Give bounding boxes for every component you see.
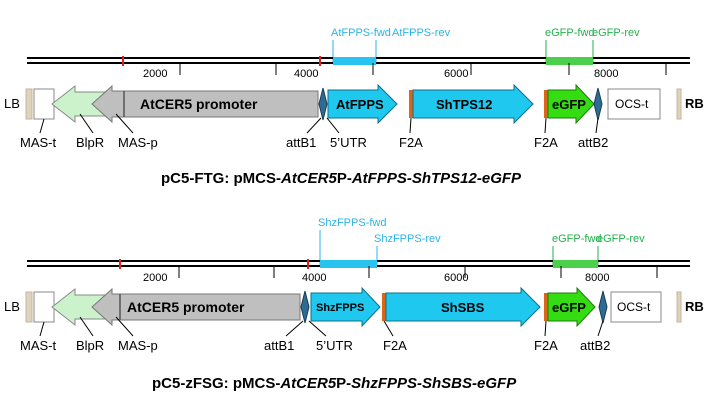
f2a-1-label: F2A — [383, 338, 407, 353]
ocs-t-box — [607, 88, 661, 120]
egfp-arrow — [547, 83, 595, 125]
mas-p-label: MAS-p — [118, 135, 158, 150]
gene2-label: ShTPS12 — [436, 97, 492, 112]
lb-border-box — [25, 88, 33, 120]
primer-blue-fwd-label: AtFPPS-fwd — [331, 27, 391, 39]
mas-p-leader — [115, 113, 134, 134]
promoter-label: AtCER5 promoter — [140, 96, 258, 112]
attb1-leader — [306, 117, 322, 134]
rb-label: RB — [685, 299, 704, 314]
f2a-2-leader — [544, 320, 547, 337]
utr-label: 5’UTR — [316, 338, 353, 353]
mas-p-label: MAS-p — [118, 338, 158, 353]
lb-label: LB — [4, 96, 20, 111]
f2a-2-label: F2A — [534, 338, 558, 353]
blpr-label: BlpR — [76, 338, 104, 353]
attb2-leader — [595, 117, 599, 134]
primer-green-fwd-label: eGFP-fwd — [552, 233, 602, 245]
gene2-arrow — [385, 286, 541, 328]
attb1-marker — [318, 87, 328, 121]
ruler-label-6000: 6000 — [444, 272, 468, 284]
lb-border-box — [25, 291, 33, 323]
attb1-leader — [285, 320, 304, 337]
primer-blue-fwd-label: ShzFPPS-fwd — [318, 217, 386, 229]
attb1-marker — [300, 290, 310, 324]
f2a-marker-2 — [544, 293, 548, 321]
f2a-2-label: F2A — [534, 135, 558, 150]
f2a-2-leader — [544, 117, 547, 134]
primer-blue-band — [320, 260, 377, 268]
primer-blue-rev-label: AtFPPS-rev — [392, 27, 451, 39]
f2a-1-label: F2A — [399, 135, 423, 150]
attb1-label: attB1 — [264, 338, 294, 353]
ocs-t-label: OCS-t — [615, 97, 649, 111]
f2a-1-leader — [383, 320, 394, 337]
mas-p-leader — [115, 316, 134, 337]
ruler-label-2000: 2000 — [143, 68, 167, 80]
ocs-t-box — [610, 291, 662, 323]
attb2-marker — [598, 290, 608, 324]
blpr-label: BlpR — [76, 135, 104, 150]
attb2-label: attB2 — [578, 135, 608, 150]
gene1-arrow — [310, 286, 381, 328]
gene1-label: AtFPPS — [336, 97, 384, 112]
mas-t-label: MAS-t — [20, 135, 57, 150]
rb-border-box — [676, 291, 682, 323]
ocs-t-label: OCS-t — [617, 300, 651, 314]
f2a-marker-2 — [544, 90, 548, 118]
blpr-leader — [79, 316, 94, 337]
primer-blue-band — [333, 57, 376, 65]
attb2-marker — [593, 87, 603, 121]
mas-t-box — [33, 88, 55, 120]
utr-leader — [308, 320, 327, 337]
attb1-label: attB1 — [286, 135, 316, 150]
primer-green-band — [553, 260, 598, 268]
egfp-label: eGFP — [552, 97, 586, 112]
utr-leader — [326, 117, 340, 134]
promoter-arrow — [91, 287, 301, 327]
primer-blue-rev-label: ShzFPPS-rev — [374, 233, 441, 245]
primer-green-rev-label: eGFP-rev — [592, 27, 640, 39]
rb-label: RB — [685, 96, 704, 111]
rb-border-box — [676, 88, 682, 120]
f2a-marker-1 — [409, 90, 413, 118]
gene1-label: ShzFPPS — [316, 302, 364, 314]
panel-2-caption: pC5-zFSG: pMCS-AtCER5P-ShzFPPS-ShSBS-eGF… — [152, 375, 517, 392]
egfp-label: eGFP — [552, 300, 586, 315]
promoter-arrow — [91, 84, 319, 124]
primer-green-fwd-label: eGFP-fwd — [545, 27, 595, 39]
ruler-label-2000: 2000 — [143, 272, 167, 284]
f2a-1-leader — [409, 117, 412, 134]
utr-label: 5’UTR — [330, 135, 367, 150]
f2a-marker-1 — [382, 293, 386, 321]
mas-t-leader — [39, 118, 45, 134]
panel-1: AtFPPS-fwd AtFPPS-rev eGFP-fwd eGFP-rev … — [4, 27, 704, 187]
ruler-label-6000: 6000 — [444, 68, 468, 80]
gene2-arrow — [412, 83, 534, 125]
ruler-label-8000: 8000 — [594, 68, 618, 80]
blpr-leader — [79, 113, 94, 134]
primer-green-band — [546, 57, 593, 65]
ruler-label-4000: 4000 — [302, 272, 326, 284]
panel-2: ShzFPPS-fwd ShzFPPS-rev eGFP-fwd eGFP-re… — [4, 217, 704, 392]
gene1-arrow — [327, 83, 398, 125]
ruler-label-4000: 4000 — [294, 68, 318, 80]
mas-t-leader — [39, 321, 45, 337]
mas-t-label: MAS-t — [20, 338, 57, 353]
lb-label: LB — [4, 299, 20, 314]
panel-1-caption: pC5-FTG: pMCS-AtCER5P-AtFPPS-ShTPS12-eGF… — [161, 170, 522, 187]
gene2-label: ShSBS — [441, 300, 485, 315]
attb2-leader — [597, 320, 604, 337]
mas-t-box — [33, 291, 55, 323]
promoter-label: AtCER5 promoter — [127, 299, 245, 315]
primer-green-rev-label: eGFP-rev — [597, 233, 645, 245]
egfp-arrow — [547, 286, 596, 328]
ruler-label-8000: 8000 — [585, 272, 609, 284]
attb2-label: attB2 — [580, 338, 610, 353]
